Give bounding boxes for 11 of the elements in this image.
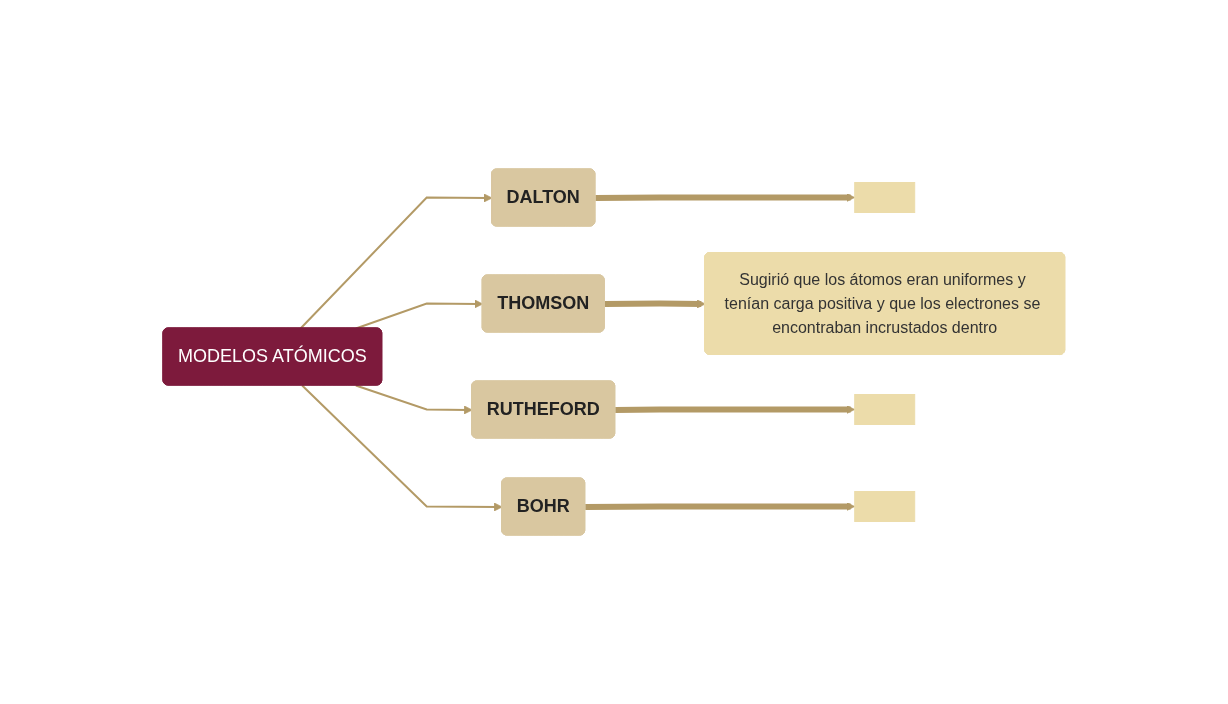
- arrow: [355, 384, 473, 415]
- node-box: [854, 182, 916, 213]
- arrow: [604, 299, 706, 309]
- arrow: [355, 299, 484, 330]
- node-box: [854, 491, 916, 522]
- arrow: [585, 502, 856, 511]
- arrow: [595, 193, 856, 202]
- arrow: [301, 384, 503, 512]
- node-box: [854, 394, 916, 425]
- arrow: [615, 405, 856, 414]
- arrow: [299, 193, 493, 330]
